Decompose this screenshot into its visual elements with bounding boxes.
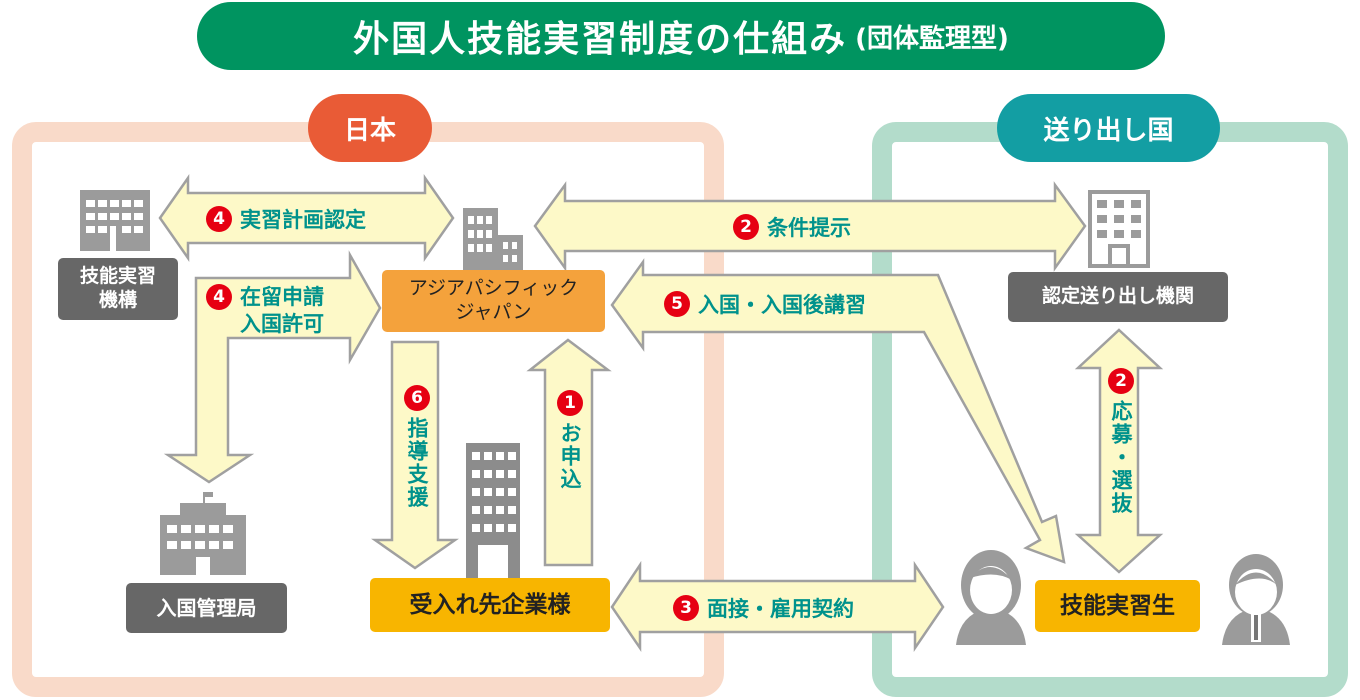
title-main: 外国人技能実習制度の仕組み [353, 19, 848, 60]
flow-entry-training: 5 入国・入国後講習 [664, 289, 866, 319]
sending-country-label: 送り出し国 [997, 94, 1220, 162]
flow-label: お申込 [558, 422, 582, 491]
flow-conditions: 2 条件提示 [733, 212, 851, 242]
flow-application: 1 お申込 [555, 390, 585, 491]
flow-guidance: 6 指導支援 [402, 385, 432, 509]
page-title: 外国人技能実習制度の仕組み(団体監理型) [197, 2, 1165, 70]
arrow-guidance [371, 340, 459, 570]
japan-label: 日本 [308, 94, 432, 162]
arrow-conditions [533, 181, 1087, 272]
flow-label: 面接・雇用契約 [707, 597, 854, 621]
step-badge: 1 [557, 390, 583, 416]
flow-residence-permit: 4 在留申請 入国許可 [206, 284, 324, 339]
step-badge: 2 [1108, 368, 1134, 394]
flow-label: 入国・入国後講習 [698, 293, 866, 317]
arrow-recruitment [1074, 328, 1164, 574]
arrow-application [526, 338, 612, 567]
sending-country-region [872, 122, 1348, 697]
sending-org-building-icon [1088, 190, 1150, 268]
male-person-icon [1222, 554, 1290, 645]
step-badge: 5 [664, 291, 690, 317]
flow-label: 指導支援 [405, 417, 429, 509]
title-sub: (団体監理型) [855, 23, 1009, 54]
asia-pacific-japan-box: アジアパシフィック ジャパン [382, 270, 605, 332]
flow-label: 条件提示 [767, 216, 851, 240]
japan-region [12, 122, 724, 697]
flow-label: 実習計画認定 [240, 208, 366, 232]
female-person-icon [956, 550, 1026, 645]
step-badge: 4 [206, 284, 232, 310]
flow-recruitment: 2 応募・選抜 [1106, 368, 1136, 515]
trainee-box: 技能実習生 [1035, 580, 1200, 632]
technical-intern-training-org: 技能実習 機構 [58, 258, 178, 320]
arrow-plan-approval [158, 174, 455, 262]
host-company-box: 受入れ先企業様 [370, 578, 610, 632]
flow-label: 在留申請 入国許可 [240, 285, 324, 337]
step-badge: 6 [404, 385, 430, 411]
flow-plan-approval: 4 実習計画認定 [206, 204, 366, 234]
flow-interview-contract: 3 面接・雇用契約 [673, 593, 854, 623]
step-badge: 2 [733, 214, 759, 240]
sending-org-box: 認定送り出し機関 [1008, 272, 1228, 322]
arrow-residence-permit [163, 250, 382, 484]
step-badge: 4 [206, 206, 232, 232]
arrow-entry-training [610, 258, 1066, 564]
flow-label: 応募・選抜 [1109, 400, 1133, 515]
arrow-interview [610, 560, 945, 653]
immigration-bureau-box: 入国管理局 [126, 583, 287, 633]
step-badge: 3 [673, 595, 699, 621]
